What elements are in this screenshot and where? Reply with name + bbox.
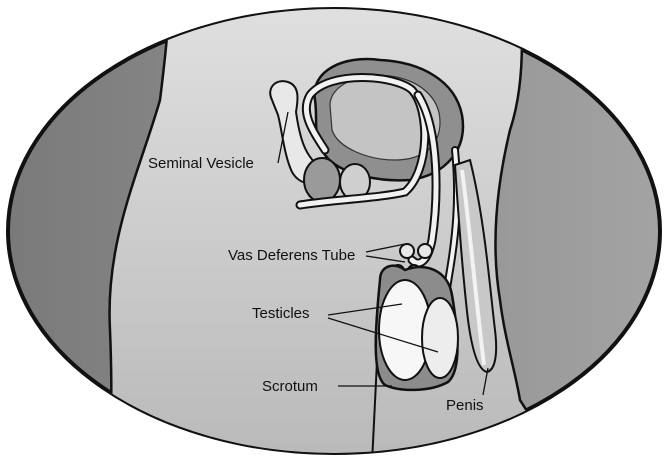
label-testicles: Testicles (252, 305, 310, 322)
label-scrotum: Scrotum (262, 378, 318, 395)
label-penis: Penis (446, 397, 484, 414)
prostate-left (304, 158, 340, 202)
testicle-right (422, 298, 458, 378)
label-seminal-vesicle: Seminal Vesicle (148, 155, 254, 172)
label-vas-deferens: Vas Deferens Tube (228, 247, 355, 264)
